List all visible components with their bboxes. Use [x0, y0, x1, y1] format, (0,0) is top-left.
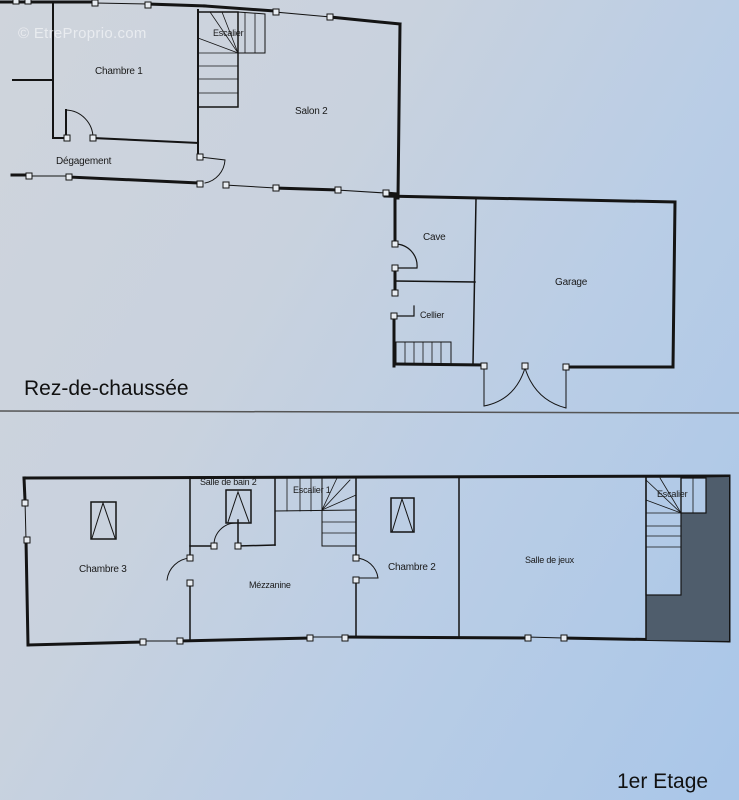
room-label-cellier: Cellier [420, 310, 445, 320]
watermark: © EtreProprio.com [18, 25, 147, 42]
room-label-chambre-3: Chambre 3 [79, 564, 127, 575]
floor-title-first: 1er Etage [617, 770, 709, 793]
room-label-salon-2: Salon 2 [295, 106, 328, 117]
room-label-chambre-2: Chambre 2 [388, 562, 436, 573]
room-label-salle-de-jeux: Salle de jeux [525, 555, 574, 565]
room-label-escalier-ground: Escalier [213, 28, 244, 38]
floor-title-ground: Rez-de-chaussée [24, 377, 189, 400]
room-label-cave: Cave [423, 232, 446, 243]
room-label-garage: Garage [555, 277, 588, 288]
room-label-mezzanine: Mézzanine [249, 580, 291, 590]
room-label-salle-de-bain-2: Salle de bain 2 [200, 477, 257, 487]
room-label-escalier-first: Escalier [657, 489, 688, 499]
room-label-escalier-1: Escalier 1 [293, 485, 331, 495]
room-label-degagement: Dégagement [56, 156, 112, 167]
room-label-chambre-1: Chambre 1 [95, 66, 143, 77]
